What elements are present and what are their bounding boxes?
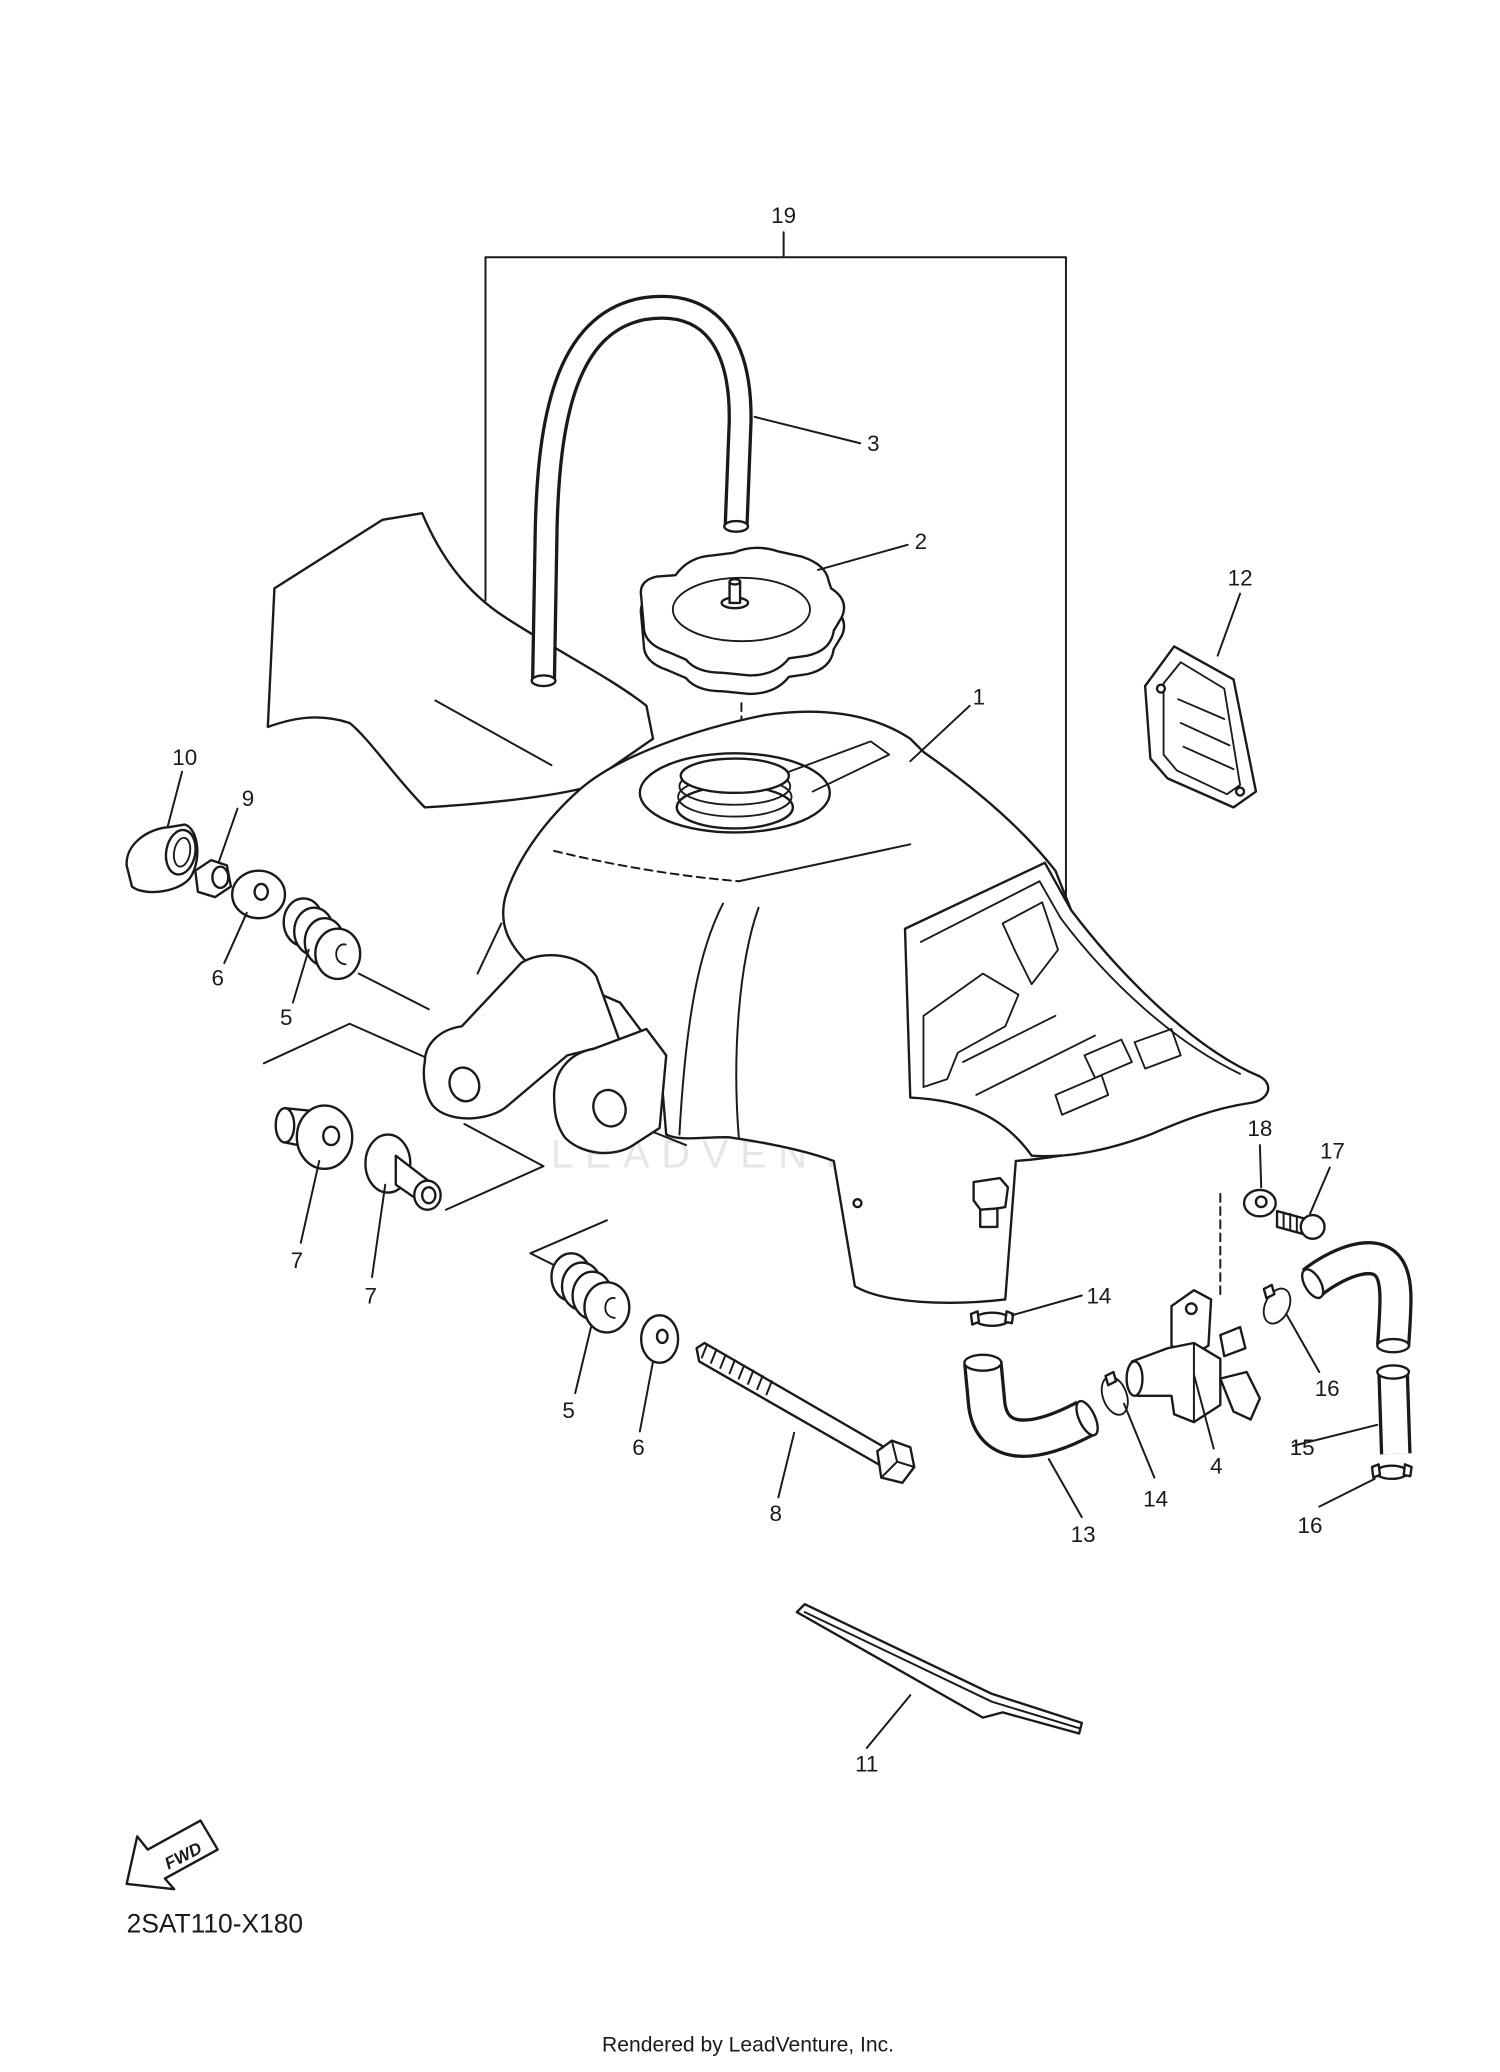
callout-4: 4 — [1210, 1454, 1222, 1479]
callout-9: 9 — [242, 786, 254, 811]
breather-hose — [530, 294, 753, 688]
callout-19: 19 — [771, 203, 796, 228]
washer-small — [1242, 1188, 1277, 1218]
callout-7-right: 7 — [364, 1283, 376, 1308]
collar — [194, 858, 233, 899]
callout-8: 8 — [769, 1501, 781, 1526]
tank-decal — [903, 861, 1270, 1158]
damper-strip — [795, 1603, 1083, 1735]
fuel-cock — [1125, 1289, 1262, 1424]
flange-collar-left — [274, 1104, 354, 1171]
callout-3: 3 — [867, 431, 879, 456]
washer-upper — [231, 869, 287, 920]
tank-cover-panel — [266, 511, 655, 809]
callout-17: 17 — [1320, 1138, 1345, 1163]
grommet-upper — [282, 897, 362, 981]
tank-outlet-fitting — [972, 1176, 1010, 1213]
grommet-lower — [550, 1252, 631, 1334]
fuel-hose-elbow — [963, 1353, 1099, 1458]
washer-lower — [639, 1314, 680, 1364]
callout-15: 15 — [1290, 1435, 1315, 1460]
hose-clip-right-upper — [1262, 1283, 1292, 1325]
fuel-tank-cap — [639, 546, 846, 696]
forward-arrow-icon: FWD — [125, 1819, 219, 1891]
callout-18: 18 — [1247, 1116, 1272, 1141]
mounting-bolt — [695, 1341, 916, 1485]
callout-6-lower: 6 — [632, 1435, 644, 1460]
diagram-code: 2SAT110-X180 — [127, 1909, 303, 1939]
screw — [1275, 1209, 1326, 1240]
callout-2: 2 — [915, 529, 927, 554]
callout-10: 10 — [172, 745, 197, 770]
decal-graphic — [922, 901, 1096, 1096]
callout-12: 12 — [1228, 566, 1253, 591]
callout-14-upper: 14 — [1086, 1283, 1111, 1308]
footer-credit: Rendered by LeadVenture, Inc. — [602, 2033, 894, 2056]
callout-6-upper: 6 — [211, 965, 223, 990]
callout-11: 11 — [855, 1752, 878, 1777]
callout-5-upper: 5 — [280, 1005, 292, 1030]
tank-mount-tab-lower — [552, 1027, 668, 1155]
fuel-hose-straight — [1376, 1364, 1412, 1455]
leader-lines — [166, 415, 1379, 1749]
assembly-19-bracket — [484, 231, 1067, 901]
callout-1: 1 — [973, 684, 985, 709]
callout-5-lower: 5 — [562, 1398, 574, 1423]
callout-13: 13 — [1071, 1522, 1096, 1547]
callout-14-lower: 14 — [1143, 1487, 1168, 1512]
flange-collar-right — [364, 1133, 442, 1211]
callout-labels: 19 3 2 12 1 10 9 6 5 7 7 18 17 14 16 5 6… — [172, 203, 1345, 1777]
gasket-plate — [1143, 645, 1258, 809]
hose-clip-upper — [969, 1310, 1015, 1328]
callout-16-lower: 16 — [1298, 1513, 1323, 1538]
callout-16-upper: 16 — [1315, 1376, 1340, 1401]
rubber-cap — [125, 823, 199, 894]
fuel-hose-bent — [1300, 1241, 1413, 1354]
callout-7-left: 7 — [291, 1248, 303, 1273]
hose-clip-middle — [1100, 1370, 1129, 1416]
hose-clip-right-lower — [1370, 1463, 1413, 1481]
